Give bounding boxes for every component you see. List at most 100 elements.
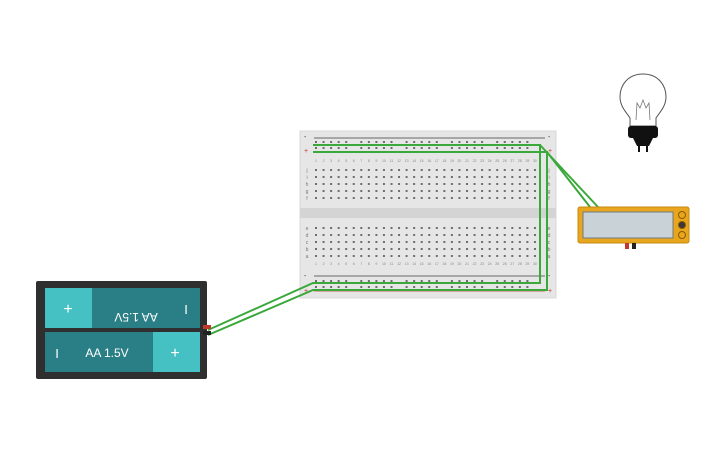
terminal-hole[interactable] <box>450 255 453 257</box>
terminal-hole[interactable] <box>420 183 423 185</box>
rail-hole[interactable] <box>405 280 408 282</box>
terminal-hole[interactable] <box>413 241 416 243</box>
terminal-hole[interactable] <box>496 255 499 257</box>
rail-hole[interactable] <box>382 280 385 282</box>
terminal-hole[interactable] <box>398 241 401 243</box>
terminal-hole[interactable] <box>345 176 348 178</box>
terminal-hole[interactable] <box>511 176 514 178</box>
terminal-hole[interactable] <box>443 227 446 229</box>
rail-hole[interactable] <box>526 141 529 143</box>
rail-hole[interactable] <box>345 286 348 288</box>
terminal-hole[interactable] <box>413 176 416 178</box>
terminal-hole[interactable] <box>458 255 461 257</box>
terminal-hole[interactable] <box>390 176 393 178</box>
terminal-hole[interactable] <box>435 241 438 243</box>
terminal-hole[interactable] <box>390 197 393 199</box>
terminal-hole[interactable] <box>337 197 340 199</box>
terminal-hole[interactable] <box>428 169 431 171</box>
terminal-hole[interactable] <box>398 190 401 192</box>
terminal-hole[interactable] <box>473 197 476 199</box>
terminal-hole[interactable] <box>503 169 506 171</box>
terminal-hole[interactable] <box>496 197 499 199</box>
terminal-hole[interactable] <box>458 197 461 199</box>
rail-hole[interactable] <box>390 280 393 282</box>
terminal-hole[interactable] <box>511 227 514 229</box>
terminal-hole[interactable] <box>473 255 476 257</box>
rail-hole[interactable] <box>428 141 431 143</box>
rail-hole[interactable] <box>360 147 363 149</box>
rail-hole[interactable] <box>330 280 333 282</box>
terminal-hole[interactable] <box>337 183 340 185</box>
rail-hole[interactable] <box>526 286 529 288</box>
terminal-hole[interactable] <box>367 255 370 257</box>
rail-hole[interactable] <box>345 280 348 282</box>
terminal-hole[interactable] <box>488 197 491 199</box>
rail-hole[interactable] <box>496 141 499 143</box>
terminal-hole[interactable] <box>315 169 317 171</box>
terminal-hole[interactable] <box>398 255 401 257</box>
rail-hole[interactable] <box>466 280 468 282</box>
rail-hole[interactable] <box>473 141 476 143</box>
rail-hole[interactable] <box>466 147 468 149</box>
terminal-hole[interactable] <box>337 241 340 243</box>
terminal-hole[interactable] <box>315 183 317 185</box>
rail-hole[interactable] <box>375 286 378 288</box>
terminal-hole[interactable] <box>503 241 506 243</box>
terminal-hole[interactable] <box>337 248 340 250</box>
terminal-hole[interactable] <box>533 227 536 229</box>
terminal-hole[interactable] <box>511 190 514 192</box>
terminal-hole[interactable] <box>390 248 393 250</box>
terminal-hole[interactable] <box>375 241 378 243</box>
terminal-hole[interactable] <box>496 176 499 178</box>
rail-hole[interactable] <box>367 147 370 149</box>
terminal-hole[interactable] <box>375 227 378 229</box>
terminal-hole[interactable] <box>518 234 521 236</box>
rail-hole[interactable] <box>466 286 468 288</box>
terminal-hole[interactable] <box>503 183 506 185</box>
terminal-hole[interactable] <box>390 227 393 229</box>
terminal-hole[interactable] <box>503 248 506 250</box>
terminal-hole[interactable] <box>518 241 521 243</box>
terminal-hole[interactable] <box>443 248 446 250</box>
terminal-hole[interactable] <box>352 169 355 171</box>
terminal-hole[interactable] <box>322 183 325 185</box>
terminal-hole[interactable] <box>518 176 521 178</box>
rail-hole[interactable] <box>518 286 521 288</box>
terminal-hole[interactable] <box>450 227 453 229</box>
rail-hole[interactable] <box>382 286 385 288</box>
terminal-hole[interactable] <box>345 227 348 229</box>
terminal-hole[interactable] <box>345 183 348 185</box>
terminal-hole[interactable] <box>428 234 431 236</box>
rail-hole[interactable] <box>315 147 317 149</box>
rail-hole[interactable] <box>435 147 438 149</box>
wire-rail-plus-loop[interactable] <box>313 151 548 291</box>
rail-hole[interactable] <box>413 286 416 288</box>
terminal-hole[interactable] <box>367 227 370 229</box>
rail-hole[interactable] <box>435 286 438 288</box>
terminal-hole[interactable] <box>458 183 461 185</box>
terminal-hole[interactable] <box>413 234 416 236</box>
rail-hole[interactable] <box>450 147 453 149</box>
terminal-hole[interactable] <box>450 241 453 243</box>
multimeter-probe-red[interactable] <box>625 243 629 249</box>
terminal-hole[interactable] <box>345 248 348 250</box>
terminal-hole[interactable] <box>405 227 408 229</box>
terminal-hole[interactable] <box>526 255 529 257</box>
terminal-hole[interactable] <box>337 234 340 236</box>
terminal-hole[interactable] <box>420 255 423 257</box>
terminal-hole[interactable] <box>443 255 446 257</box>
terminal-hole[interactable] <box>330 190 333 192</box>
terminal-hole[interactable] <box>375 169 378 171</box>
terminal-hole[interactable] <box>488 176 491 178</box>
terminal-hole[interactable] <box>360 241 363 243</box>
terminal-hole[interactable] <box>488 183 491 185</box>
terminal-hole[interactable] <box>330 241 333 243</box>
terminal-hole[interactable] <box>405 197 408 199</box>
terminal-hole[interactable] <box>435 234 438 236</box>
terminal-hole[interactable] <box>382 176 385 178</box>
terminal-hole[interactable] <box>518 255 521 257</box>
rail-hole[interactable] <box>458 286 461 288</box>
terminal-hole[interactable] <box>405 169 408 171</box>
terminal-hole[interactable] <box>473 241 476 243</box>
terminal-hole[interactable] <box>367 176 370 178</box>
